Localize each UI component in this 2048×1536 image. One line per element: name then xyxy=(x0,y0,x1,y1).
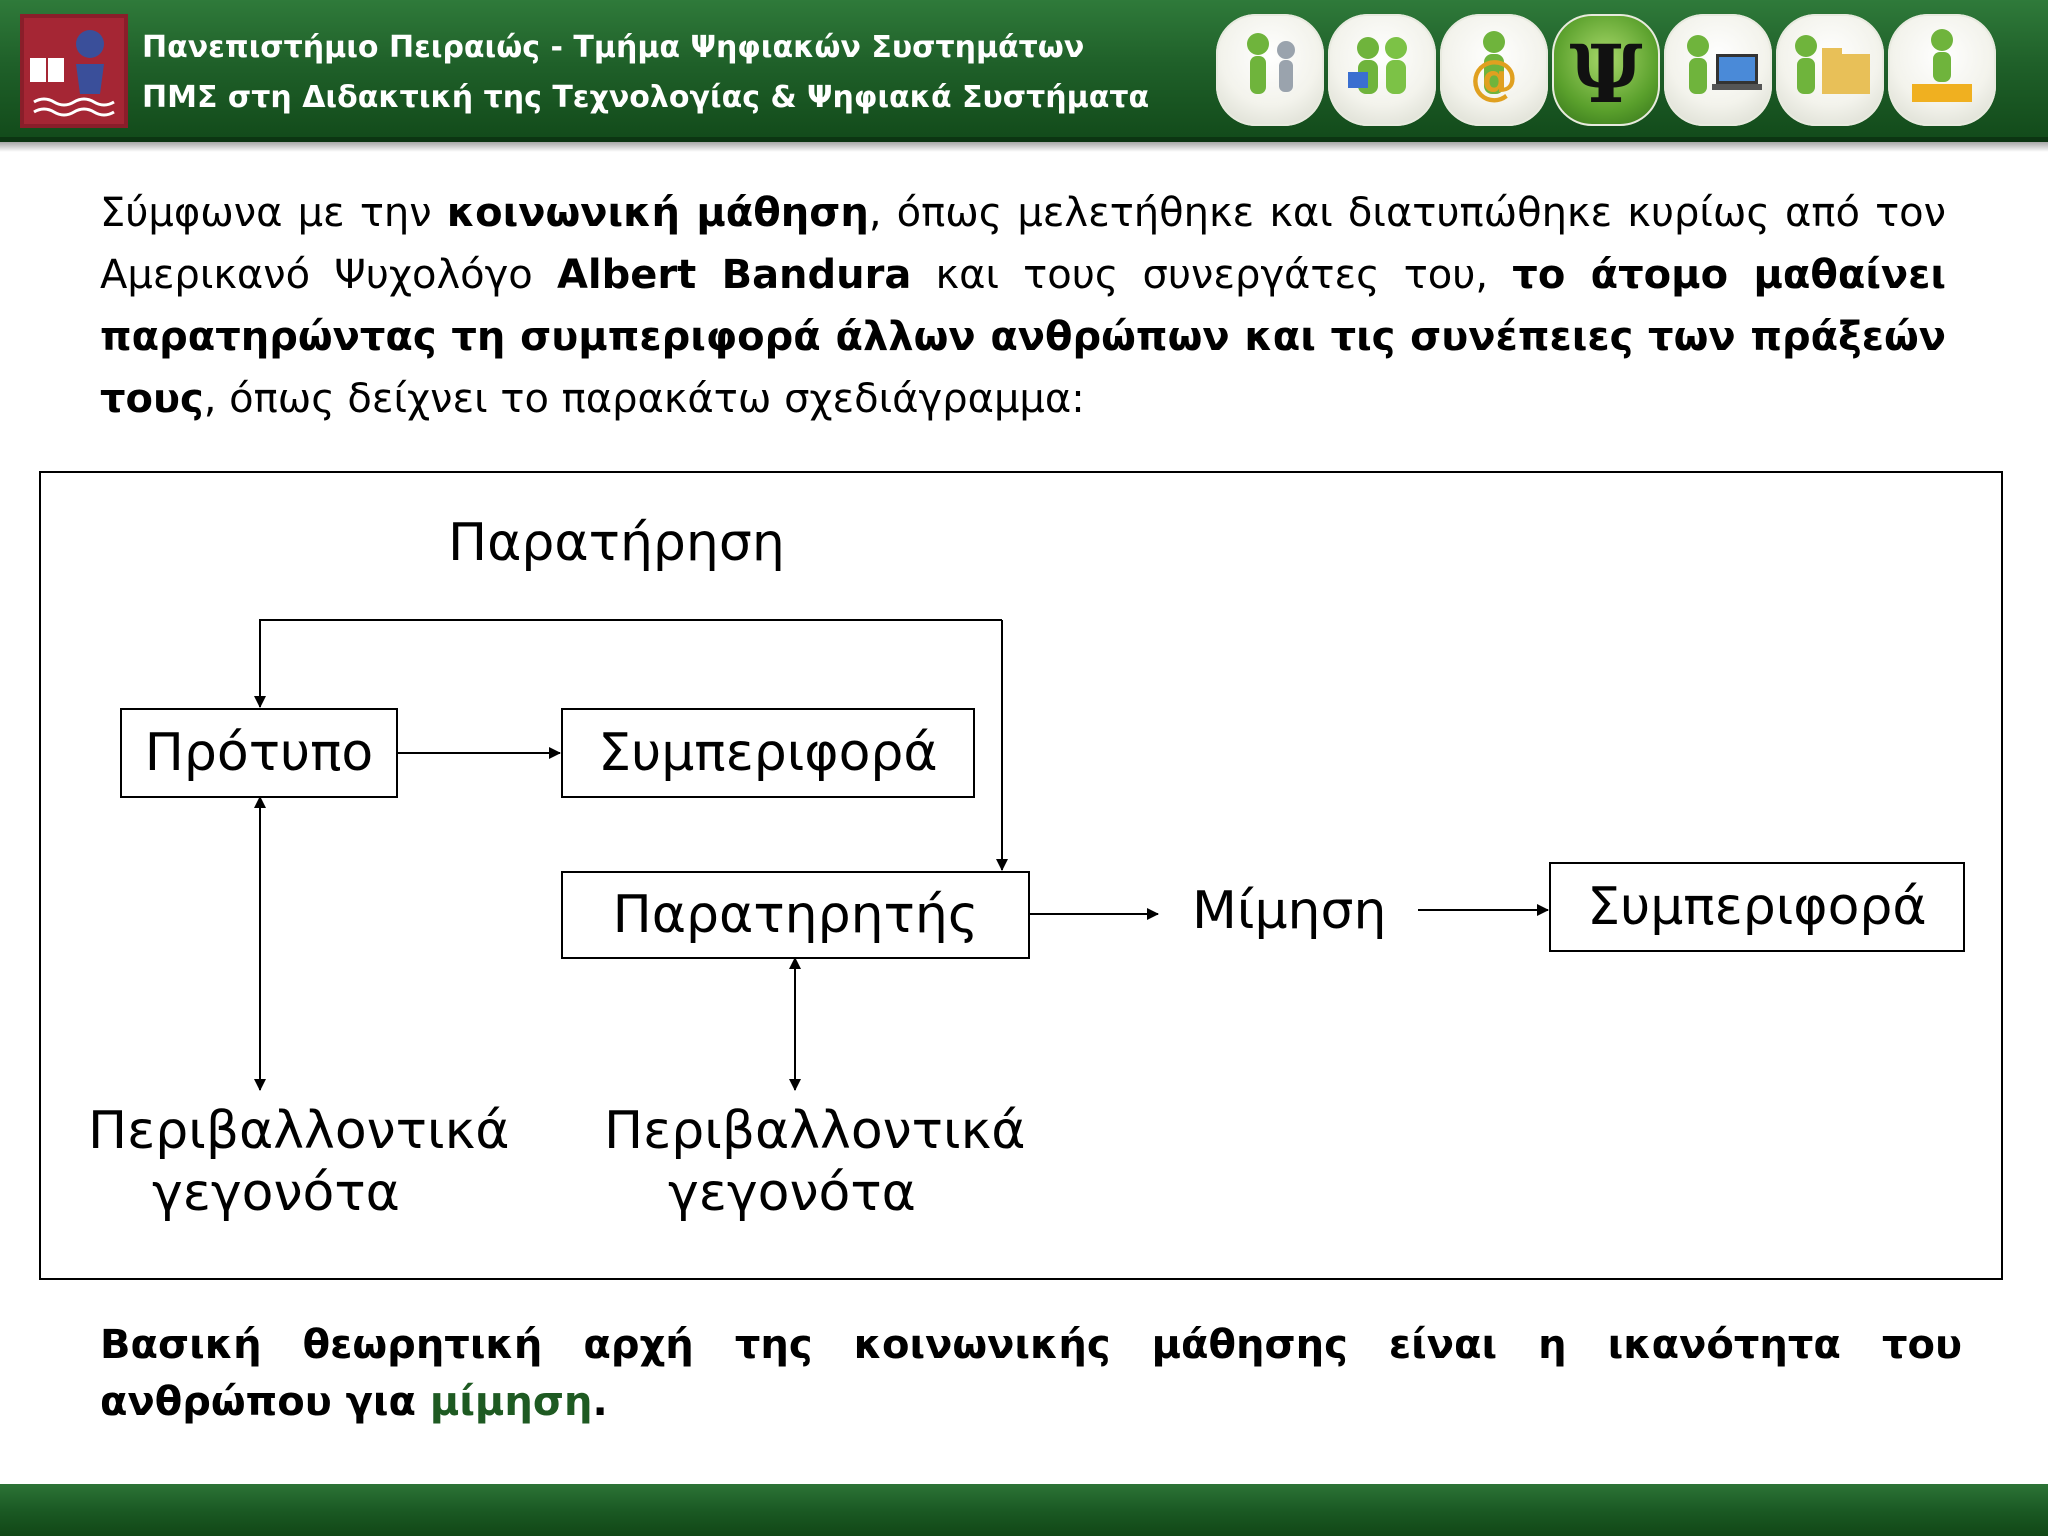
readers-icon xyxy=(1328,14,1436,126)
observer-box: Παρατηρητής xyxy=(561,871,1030,959)
intro-bold-social-learning: κοινωνική μάθηση xyxy=(446,190,869,236)
puzzle-icon xyxy=(1888,14,1996,126)
psi-icon: Ψ xyxy=(1552,14,1660,126)
observation-loop-top xyxy=(254,619,1002,708)
env-events-left: Περιβαλλοντικά γεγονότα xyxy=(88,1100,510,1224)
env-events-right: Περιβαλλοντικά γεγονότα xyxy=(604,1100,1026,1224)
conclusion-paragraph: Βασική θεωρητική αρχή της κοινωνικής μάθ… xyxy=(100,1317,1962,1431)
intro-bold-key-statement: το άτομο μαθαίνει παρατηρώντας τη συμπερ… xyxy=(100,252,1946,422)
conclusion-highlight: μίμηση xyxy=(429,1379,593,1425)
university-logo xyxy=(20,14,128,128)
intro-bold-bandura: Albert Bandura xyxy=(556,252,912,298)
imitation-label: Μίμηση xyxy=(1192,881,1387,941)
model-box: Πρότυπο xyxy=(120,708,398,798)
conclusion-end: . xyxy=(592,1379,608,1425)
model-behavior-box: Συμπεριφορά xyxy=(561,708,975,798)
header-shadow xyxy=(0,142,2048,152)
env-events-right-line2: γεγονότα xyxy=(668,1163,916,1223)
env-events-left-line1: Περιβαλλοντικά xyxy=(88,1101,510,1161)
intro-text-3: και τους συνεργάτες του, xyxy=(911,252,1513,298)
header-icon-strip: @ Ψ xyxy=(1216,14,2036,130)
header-banner: Πανεπιστήμιο Πειραιώς - Τμήμα Ψηφιακών Σ… xyxy=(0,0,2048,142)
header-university: Πανεπιστήμιο Πειραιώς - Τμήμα Ψηφιακών Σ… xyxy=(142,30,1085,65)
env-events-right-line1: Περιβαλλοντικά xyxy=(604,1101,1026,1161)
svg-text:@: @ xyxy=(1470,50,1518,106)
intro-text-4: , όπως δείχνει το παρακάτω σχεδιάγραμμα: xyxy=(203,376,1085,422)
people-icon xyxy=(1216,14,1324,126)
env-events-left-line2: γεγονότα xyxy=(152,1163,400,1223)
intro-text-2: , όπως μελετήθηκε και διατυπώθηκε κυρίως… xyxy=(100,190,1946,298)
result-behavior-box: Συμπεριφορά xyxy=(1549,862,1965,952)
observation-label: Παρατήρηση xyxy=(448,513,785,573)
laptop-icon xyxy=(1664,14,1772,126)
footer-bar xyxy=(0,1484,2048,1536)
intro-text-1: Σύμφωνα με την xyxy=(100,190,447,236)
svg-text:Ψ: Ψ xyxy=(1569,27,1642,121)
folder-icon xyxy=(1776,14,1884,126)
header-program: ΠΜΣ στη Διδακτική της Τεχνολογίας & Ψηφι… xyxy=(142,80,1150,115)
at-sign-icon: @ xyxy=(1440,14,1548,126)
conclusion-text: Βασική θεωρητική αρχή της κοινωνικής μάθ… xyxy=(100,1322,1962,1425)
diagram-frame xyxy=(39,471,2003,1280)
intro-paragraph: Σύμφωνα με την κοινωνική μάθηση, όπως με… xyxy=(100,182,1946,430)
